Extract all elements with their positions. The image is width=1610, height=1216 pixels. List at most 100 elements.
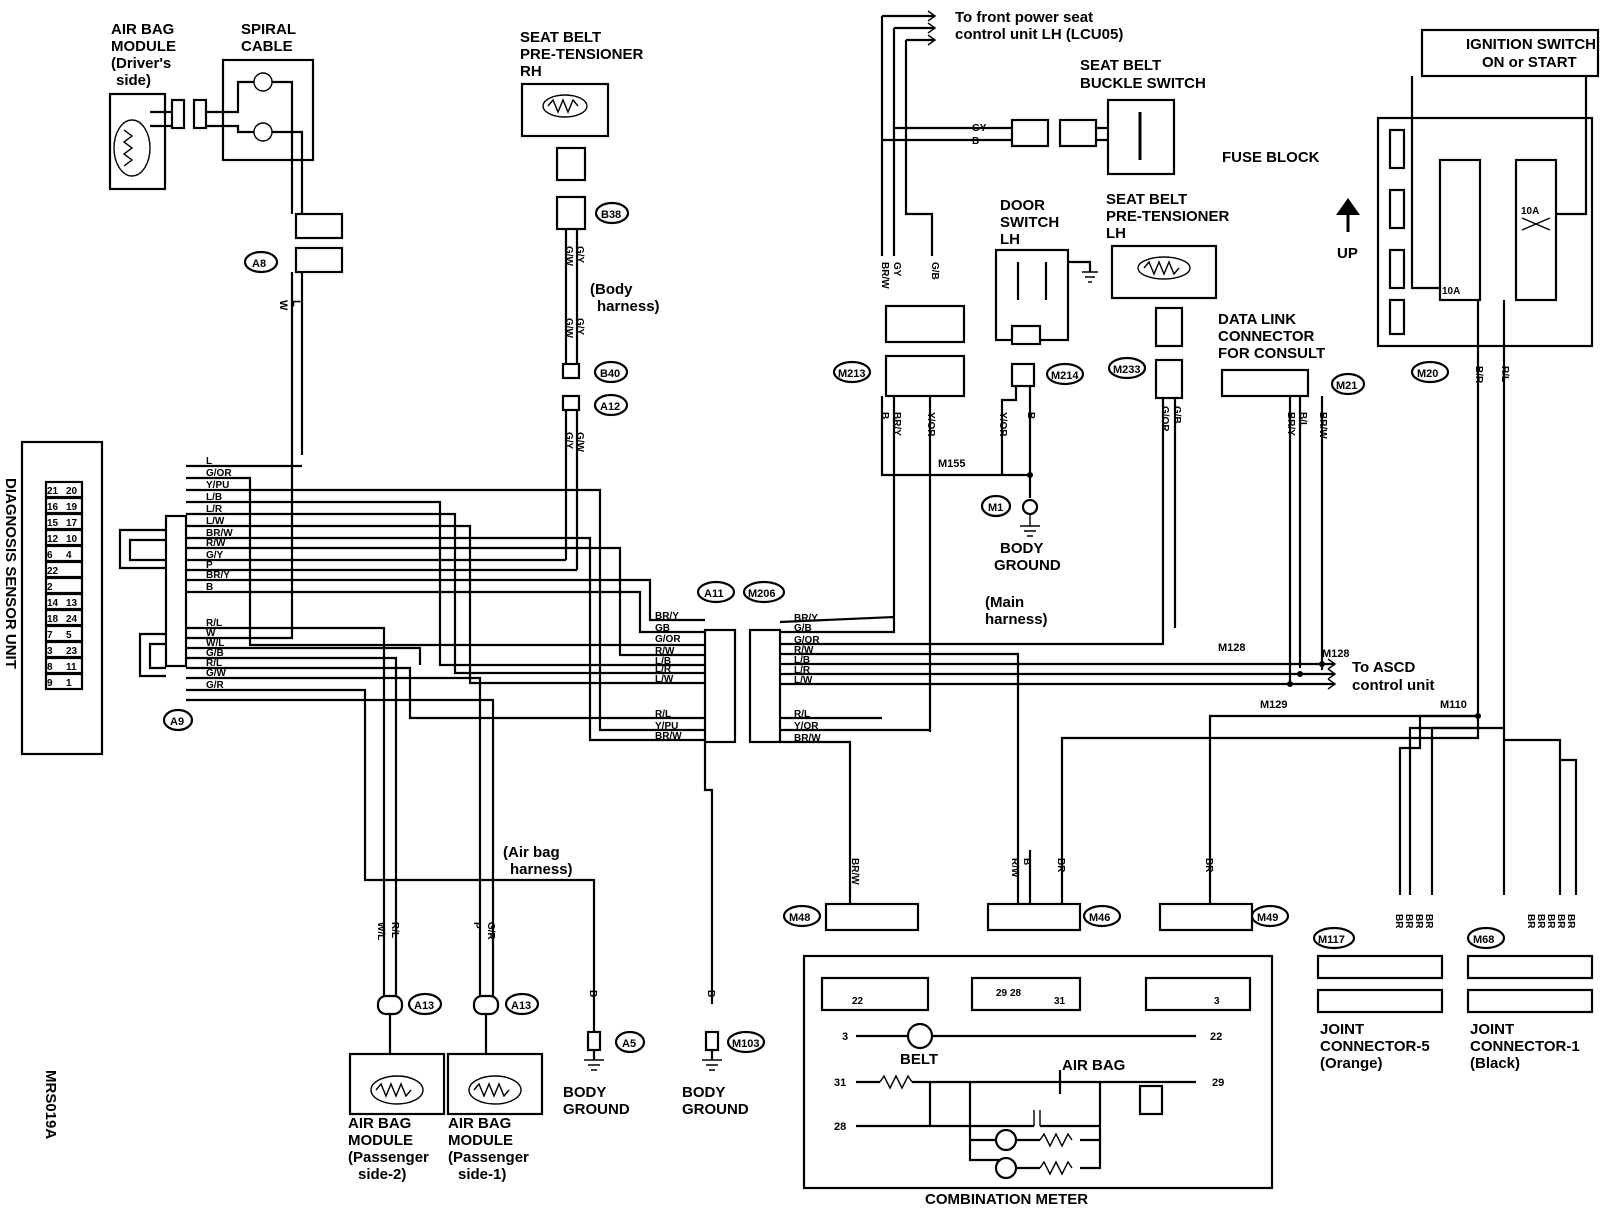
joint-connector-1: M68 BR BR BR BR BR JOINT CONNECTOR-1 (Bl… <box>1466 914 1594 1072</box>
dsu-pin: 21 <box>47 486 59 497</box>
joint-connector-5: M117 BR BR BR BR JOINT CONNECTOR-5 (Oran… <box>1312 914 1444 1072</box>
dsu-pin: 24 <box>66 614 78 625</box>
meter-pin-29: 29 <box>1212 1077 1224 1089</box>
a9-wire-code: BR/W <box>206 528 233 539</box>
junction-M128a: M128 <box>1218 642 1246 654</box>
data-link-label-3: FOR CONSULT <box>1218 345 1325 362</box>
pretensioner-lh: SEAT BELT PRE-TENSIONER LH M233 G/OR G/B <box>1106 191 1230 640</box>
wire-code: G/Y <box>574 318 585 336</box>
a11-wire-code: R/L <box>655 709 671 720</box>
m206-wire-code: BR/Y <box>794 613 818 624</box>
door-switch-label-3: LH <box>1000 231 1020 248</box>
wire-code: P <box>471 922 482 929</box>
a9-wire-code: W <box>206 628 216 639</box>
connector-A12: A12 <box>600 401 620 413</box>
wire-code: GY <box>891 262 902 277</box>
connector-M206 <box>748 628 782 744</box>
connector-M48-badge <box>782 904 822 928</box>
a9-wire-code: B <box>206 582 213 593</box>
airbag-driver-label-2: MODULE <box>111 38 176 55</box>
buckle-connector <box>1010 118 1050 148</box>
dsu-pin: 19 <box>66 502 78 513</box>
joint1-label-3: (Black) <box>1470 1055 1520 1072</box>
resistor-zigzag-icon <box>1039 1132 1073 1148</box>
a9-wire-code: R/W <box>206 538 226 549</box>
wire-code: BR/W <box>849 858 860 885</box>
pretensioner-coil-icon <box>1137 256 1191 280</box>
a9-wire-code: G/R <box>206 680 225 691</box>
dsu-pin: 22 <box>47 566 59 577</box>
connector-M213-group: BR/W GY G/B M213 B BR/Y Y/OR M155 M1 BOD… <box>832 262 1061 732</box>
joint1-label-1: JOINT <box>1470 1021 1514 1038</box>
resistor-zigzag-icon <box>1143 260 1180 276</box>
airbag-driver-box <box>108 92 167 191</box>
arrow-right-icon <box>927 10 937 46</box>
airbag-driver-label-4: side) <box>116 72 151 89</box>
connector-M214: M214 <box>1051 370 1079 382</box>
a11-wire-code: L/B <box>655 656 671 667</box>
body-harness-label-2: harness) <box>597 298 660 315</box>
wire-code: G/B <box>1171 406 1182 424</box>
dsu-pin: 13 <box>66 598 78 609</box>
airbag-passenger-1-box <box>446 1052 544 1116</box>
airbag-pass2-label-2: MODULE <box>348 1132 413 1149</box>
spiral-label-1: SPIRAL <box>241 21 296 38</box>
meter-conn-pin-22: 22 <box>852 996 864 1007</box>
data-link-label-1: DATA LINK <box>1218 311 1296 328</box>
a11-wire-code: GB <box>655 623 670 634</box>
wire-code: BR <box>1565 914 1576 929</box>
resistor-zigzag-icon <box>1039 1160 1073 1176</box>
air-bag-label: AIR BAG <box>1062 1057 1125 1074</box>
front-power-seat-label-1: To front power seat <box>955 9 1093 26</box>
pretensioner-lh-label-3: LH <box>1106 225 1126 242</box>
joint5-label-1: JOINT <box>1320 1021 1364 1038</box>
connector-M49-badge <box>1250 904 1290 928</box>
connector-M214-badge <box>1045 362 1085 386</box>
airbag-pass1-label-3: (Passenger <box>448 1149 529 1166</box>
ground-icon <box>584 1059 604 1071</box>
connector-A9 <box>164 514 188 668</box>
connector-M48: M48 <box>789 912 810 924</box>
connector-M21-badge <box>1330 372 1366 396</box>
airbag-pass1-label-2: MODULE <box>448 1132 513 1149</box>
a9-wire-code: G/B <box>206 648 224 659</box>
data-link-connector: DATA LINK CONNECTOR FOR CONSULT M21 BR/Y… <box>1218 311 1366 682</box>
fuse-10a-2: 10A <box>1521 206 1539 217</box>
dsu-pin: 3 <box>47 646 53 657</box>
meter-connector <box>820 976 930 1012</box>
front-power-seat-link: To front power seat control unit LH (LCU… <box>880 9 1123 256</box>
connector-M206: M206 <box>748 588 776 600</box>
connector-A9-label: A9 <box>170 716 184 728</box>
body-harness-label-1: (Body <box>590 281 633 298</box>
pretensioner-rh-plug <box>555 146 587 182</box>
wire-code: G/W <box>563 318 574 339</box>
combination-meter-label: COMBINATION METER <box>925 1191 1088 1208</box>
fuse-10a-1: 10A <box>1442 286 1460 297</box>
connector-M233-body <box>1154 358 1184 400</box>
connector-B40-body <box>561 362 581 380</box>
up-arrow-icon <box>1336 198 1360 215</box>
connector-M20-badge <box>1410 360 1450 384</box>
a9-wire-code: L <box>206 456 212 467</box>
buckle-switch-label-1: SEAT BELT <box>1080 57 1161 74</box>
wire-code: W/L <box>375 922 386 940</box>
ignition-switch-box <box>1420 28 1600 78</box>
airbag-coil-icon <box>370 1075 424 1105</box>
m206-wire-code: L/R <box>794 665 811 676</box>
connector-A5-badge <box>614 1030 646 1054</box>
connector-M103: M103 <box>732 1038 760 1050</box>
fuse-slot <box>1388 188 1406 230</box>
wire-code: BR <box>1393 914 1404 929</box>
airbag-passenger-1: P G/R A13 AIR BAG MODULE (Passenger side… <box>446 905 544 1183</box>
dsu-pin: 18 <box>47 614 59 625</box>
connector-A8: A8 <box>252 258 266 270</box>
ground-A5: B A5 BODY GROUND <box>563 990 646 1118</box>
connector-plug-icon <box>192 98 208 130</box>
connector-A11-badge <box>696 580 736 604</box>
fuse-block-box <box>1376 116 1594 348</box>
wire-code: B <box>1021 858 1032 865</box>
connector-A13-body <box>472 994 500 1016</box>
ground-icon <box>702 1059 722 1071</box>
connector-M213: M213 <box>838 368 866 380</box>
